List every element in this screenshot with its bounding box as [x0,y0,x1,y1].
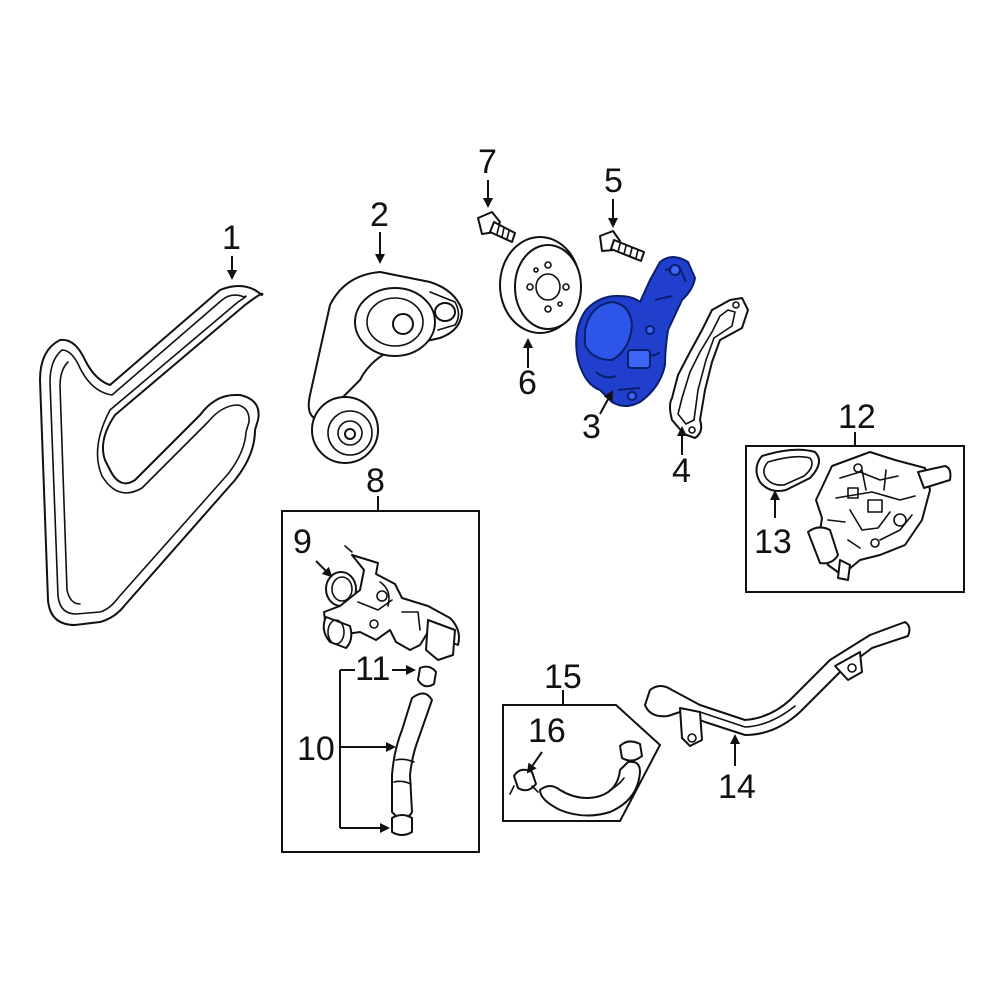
coolant-hose[interactable] [391,692,433,820]
callout-9: 9 [293,523,333,578]
hose-clamp-lower[interactable] [391,814,413,836]
housing-gasket-13[interactable] [755,448,820,492]
callout-label-14: 14 [718,768,756,806]
leader-line [315,560,333,578]
belt-tensioner[interactable] [307,271,463,464]
callout-7: 7 [478,143,497,208]
callout-label-3: 3 [582,408,601,446]
coolant-pipe[interactable] [644,621,911,747]
callout-label-12: 12 [838,398,876,436]
housing-o-ring[interactable] [325,571,357,607]
callout-label-10: 10 [297,730,335,768]
callout-label-16: 16 [528,712,566,750]
water-pump-pulley[interactable] [499,236,582,334]
assembly-box-8 [281,510,480,853]
water-pump-gasket[interactable] [669,297,749,439]
callout-label-8: 8 [366,462,385,500]
callout-label-2: 2 [370,196,389,234]
callout-16: 16 [526,712,566,774]
callout-label-6: 6 [518,364,537,402]
callout-10: 10 [297,670,396,833]
callout-13: 13 [754,490,792,561]
callout-label-7: 7 [478,143,497,181]
thermostat-housing-assembly[interactable] [807,451,952,581]
pulley-bolt[interactable] [477,211,516,243]
callout-label-4: 4 [672,452,691,490]
callout-label-9: 9 [293,523,312,561]
callout-11: 11 [340,650,416,688]
callout-2: 2 [370,196,389,264]
thermostat-housing[interactable] [322,545,460,661]
leader-line [526,751,543,774]
hose-clamp-upper[interactable] [417,665,437,688]
callout-5: 5 [604,162,623,228]
callout-4: 4 [672,426,691,490]
bypass-hose[interactable] [539,760,641,817]
callout-label-1: 1 [222,219,241,257]
water-pump-bolt[interactable] [599,230,645,262]
drive-belt[interactable] [39,285,264,626]
callout-label-11: 11 [355,650,390,688]
callout-label-15: 15 [544,658,582,696]
callout-3: 3 [582,390,613,446]
callout-label-5: 5 [604,162,623,200]
callout-6: 6 [518,338,537,402]
assembly-box-15 [502,704,662,822]
callout-14: 14 [718,734,756,806]
water-pump[interactable] [575,256,696,407]
leader-line [599,390,613,415]
bypass-hose-clamp[interactable] [619,740,643,762]
hose-clamp-16[interactable] [509,768,539,795]
callout-label-13: 13 [754,523,792,561]
callout-1: 1 [222,219,241,280]
